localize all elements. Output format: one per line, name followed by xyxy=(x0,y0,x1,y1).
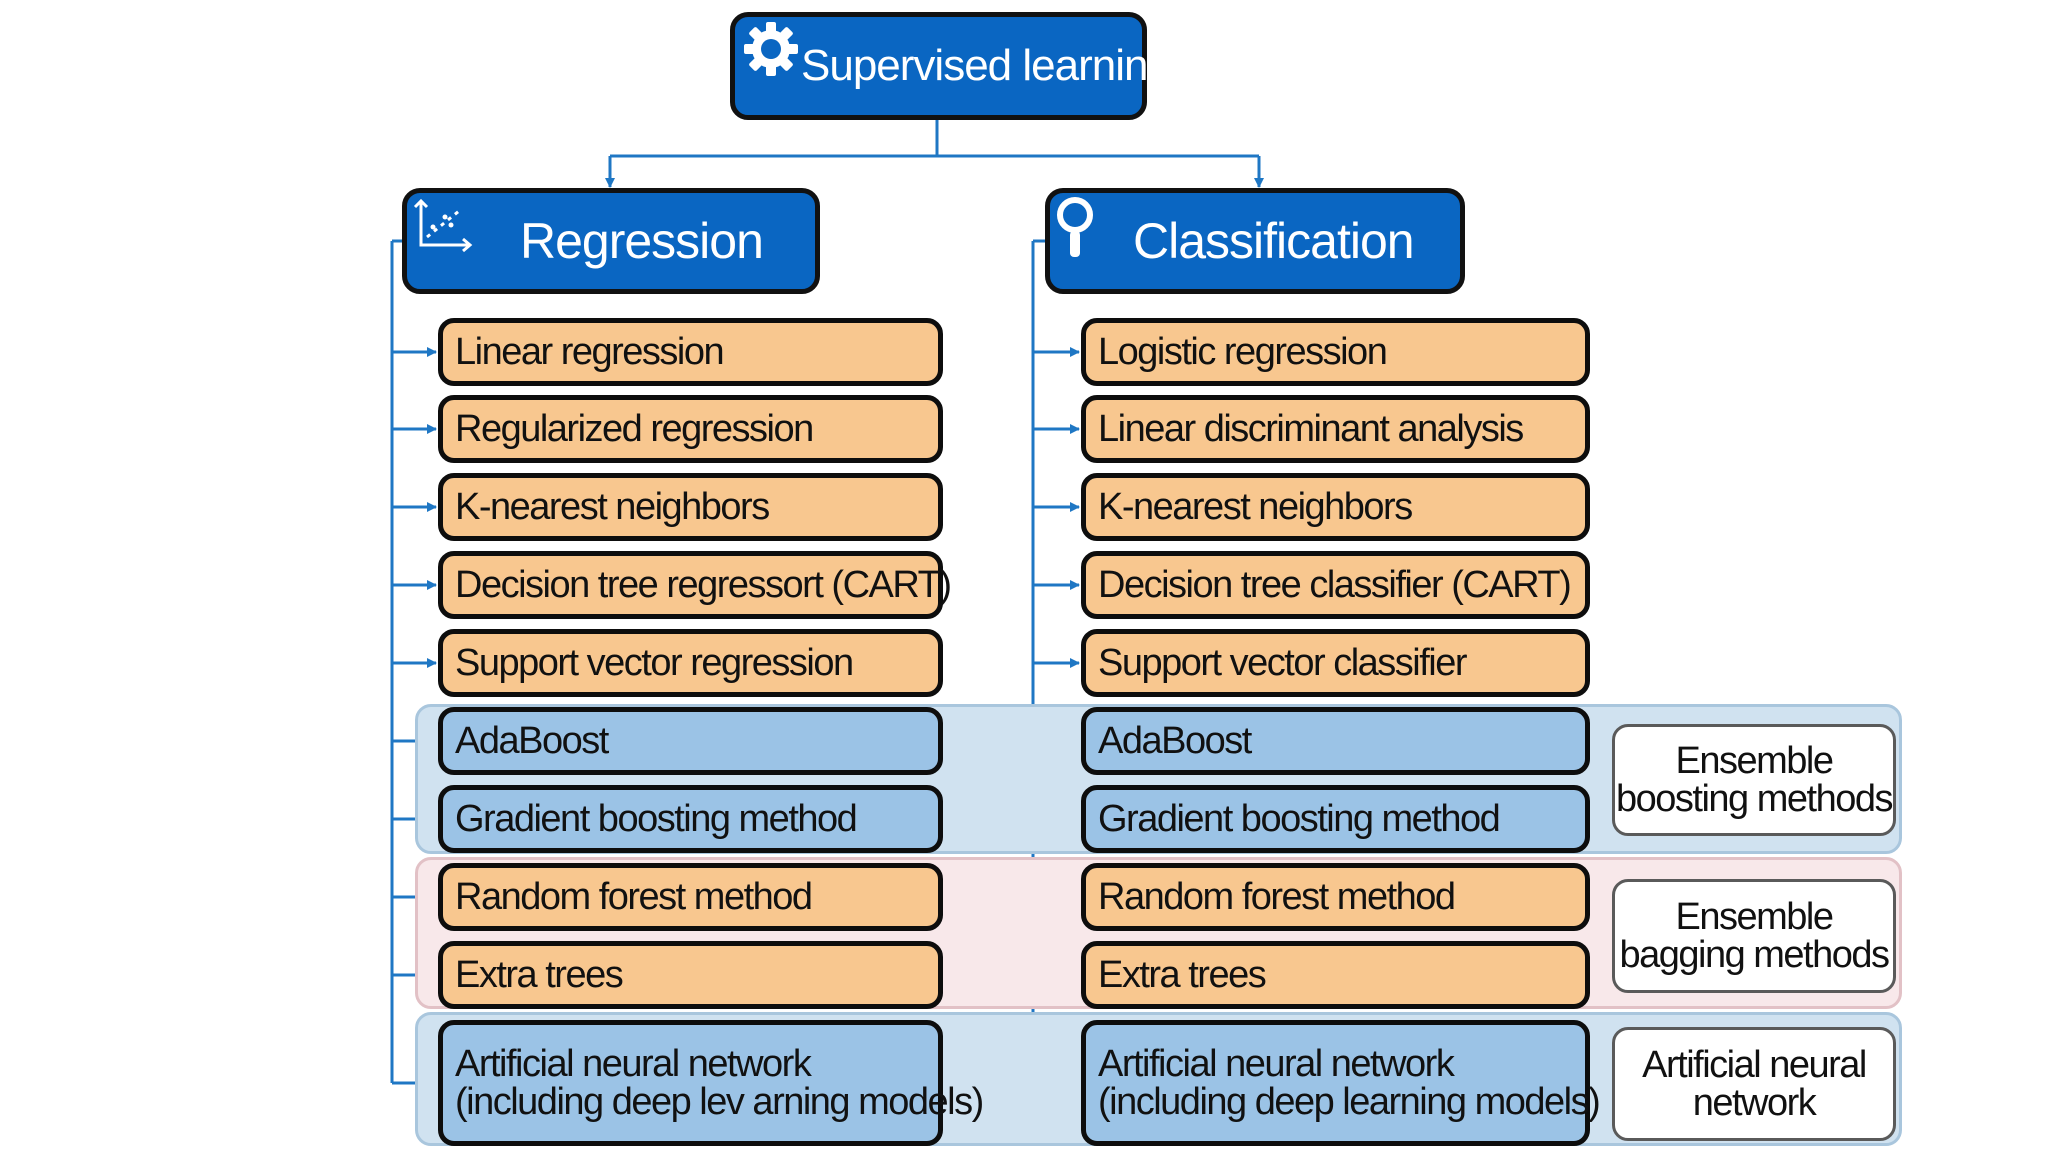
group-label-line-2: network xyxy=(1692,1082,1817,1124)
map-pin-icon xyxy=(1057,197,1093,257)
method-label: Support vector regression xyxy=(455,641,854,684)
method-label-line-2: (including deep lev arning models) xyxy=(455,1081,984,1123)
method-label: Extra trees xyxy=(455,953,624,996)
method-classification-extra-trees: Extra trees xyxy=(1081,941,1590,1009)
method-regression-adaboost: AdaBoost xyxy=(438,707,943,775)
method-label: K-nearest neighbors xyxy=(455,485,770,528)
method-classification-adaboost: AdaBoost xyxy=(1081,707,1590,775)
method-label-line-1: Artificial neural network xyxy=(1098,1043,1455,1085)
group-label-ensemble-bagging: Ensemble bagging methods xyxy=(1612,879,1896,993)
method-label: Gradient boosting method xyxy=(1098,797,1501,840)
method-regression-neural-network: Artificial neural network (including dee… xyxy=(438,1020,984,1146)
group-label-ensemble-boosting: Ensemble boosting methods xyxy=(1612,724,1896,836)
method-label: Logistic regression xyxy=(1098,330,1388,373)
root-supervised-learning: Supervised learning xyxy=(730,12,1172,120)
method-label: Gradient boosting method xyxy=(455,797,858,840)
group-label-line-2: bagging methods xyxy=(1619,934,1890,976)
method-label: K-nearest neighbors xyxy=(1098,485,1413,528)
group-label-line-1: Ensemble xyxy=(1675,740,1834,782)
method-label: Random forest method xyxy=(1098,875,1456,918)
method-label: Random forest method xyxy=(455,875,813,918)
method-label: Support vector classifier xyxy=(1098,641,1468,684)
method-label: AdaBoost xyxy=(1098,719,1252,762)
method-classification-decision-tree: Decision tree classifier (CART) xyxy=(1081,551,1590,619)
method-classification-neural-network: Artificial neural network (including dee… xyxy=(1081,1020,1601,1146)
method-regression-random-forest: Random forest method xyxy=(438,863,943,931)
method-label: Regularized regression xyxy=(455,407,814,450)
method-classification-support-vector: Support vector classifier xyxy=(1081,629,1590,697)
method-regression-k-nearest-neighbors: K-nearest neighbors xyxy=(438,473,943,541)
branch-label-classification: Classification xyxy=(1133,213,1415,269)
scatter-axes-icon xyxy=(413,198,473,253)
method-regression-gradient-boosting: Gradient boosting method xyxy=(438,785,943,853)
branch-label-regression: Regression xyxy=(520,213,764,269)
method-classification-logistic-regression: Logistic regression xyxy=(1081,318,1590,386)
group-label-line-1: Ensemble xyxy=(1675,896,1834,938)
method-label: Linear discriminant analysis xyxy=(1098,407,1524,450)
method-classification-random-forest: Random forest method xyxy=(1081,863,1590,931)
method-classification-k-nearest-neighbors: K-nearest neighbors xyxy=(1081,473,1590,541)
method-regression-extra-trees: Extra trees xyxy=(438,941,943,1009)
method-classification-linear-discriminant: Linear discriminant analysis xyxy=(1081,395,1590,463)
root-label: Supervised learning xyxy=(801,41,1172,90)
method-regression-support-vector: Support vector regression xyxy=(438,629,943,697)
branch-header-classification: Classification xyxy=(1045,188,1465,294)
group-label-artificial-neural-network: Artificial neural network xyxy=(1612,1027,1896,1141)
method-label: AdaBoost xyxy=(455,719,609,762)
group-label-line-2: boosting methods xyxy=(1616,778,1893,820)
group-label-line-1: Artificial neural xyxy=(1642,1044,1867,1086)
method-label-line-2: (including deep learning models) xyxy=(1098,1081,1601,1123)
method-regression-regularized-regression: Regularized regression xyxy=(438,395,943,463)
method-label: Decision tree regressort (CART) xyxy=(455,563,952,606)
method-classification-gradient-boosting: Gradient boosting method xyxy=(1081,785,1590,853)
method-regression-linear-regression: Linear regression xyxy=(438,318,943,386)
method-label: Linear regression xyxy=(455,330,725,373)
method-label: Extra trees xyxy=(1098,953,1267,996)
gear-icon xyxy=(744,22,798,76)
branch-header-regression: Regression xyxy=(402,188,820,294)
method-label: Decision tree classifier (CART) xyxy=(1098,563,1572,606)
method-label-line-1: Artificial neural network xyxy=(455,1043,812,1085)
method-regression-decision-tree: Decision tree regressort (CART) xyxy=(438,551,952,619)
